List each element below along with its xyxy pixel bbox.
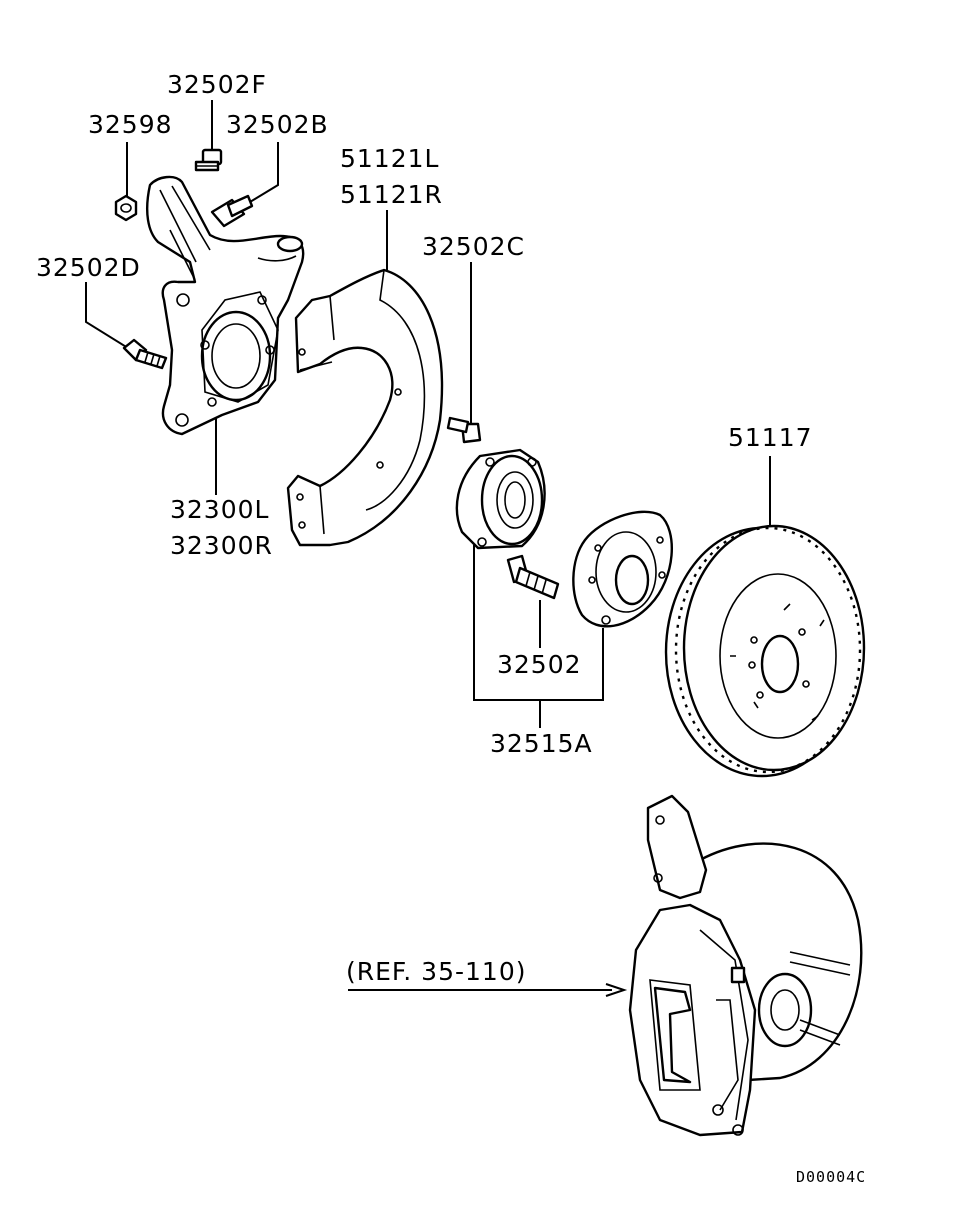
label-32598: 32598 (88, 110, 173, 139)
label-51117: 51117 (728, 423, 813, 452)
hub-flange (572, 510, 673, 628)
label-32502B: 32502B (226, 110, 329, 139)
label-32502D: 32502D (36, 253, 141, 282)
nut-32598 (114, 194, 138, 222)
label-51121R: 51121R (340, 180, 443, 209)
label-51121L: 51121L (340, 144, 439, 173)
bolt-32502F (194, 148, 223, 172)
caliper-assembly (628, 794, 863, 1137)
brake-disc (664, 524, 866, 778)
label-32515A: 32515A (490, 729, 593, 758)
label-32502F: 32502F (167, 70, 267, 99)
steering-knuckle (146, 175, 305, 436)
dust-shield (286, 268, 444, 547)
hub-bearing (455, 448, 546, 550)
ref-label: (REF. 35-110) (346, 957, 526, 986)
bolt-32502B (210, 194, 254, 228)
hub-bolt-32502 (506, 554, 560, 600)
leader-lines (85, 100, 771, 997)
bolt-32502C (446, 416, 482, 444)
diagram-code: D00004C (796, 1168, 866, 1186)
label-32502: 32502 (497, 650, 582, 679)
label-32502C: 32502C (422, 232, 525, 261)
label-32300L: 32300L (170, 495, 269, 524)
label-32300R: 32300R (170, 531, 273, 560)
bolt-32502D (122, 338, 168, 370)
